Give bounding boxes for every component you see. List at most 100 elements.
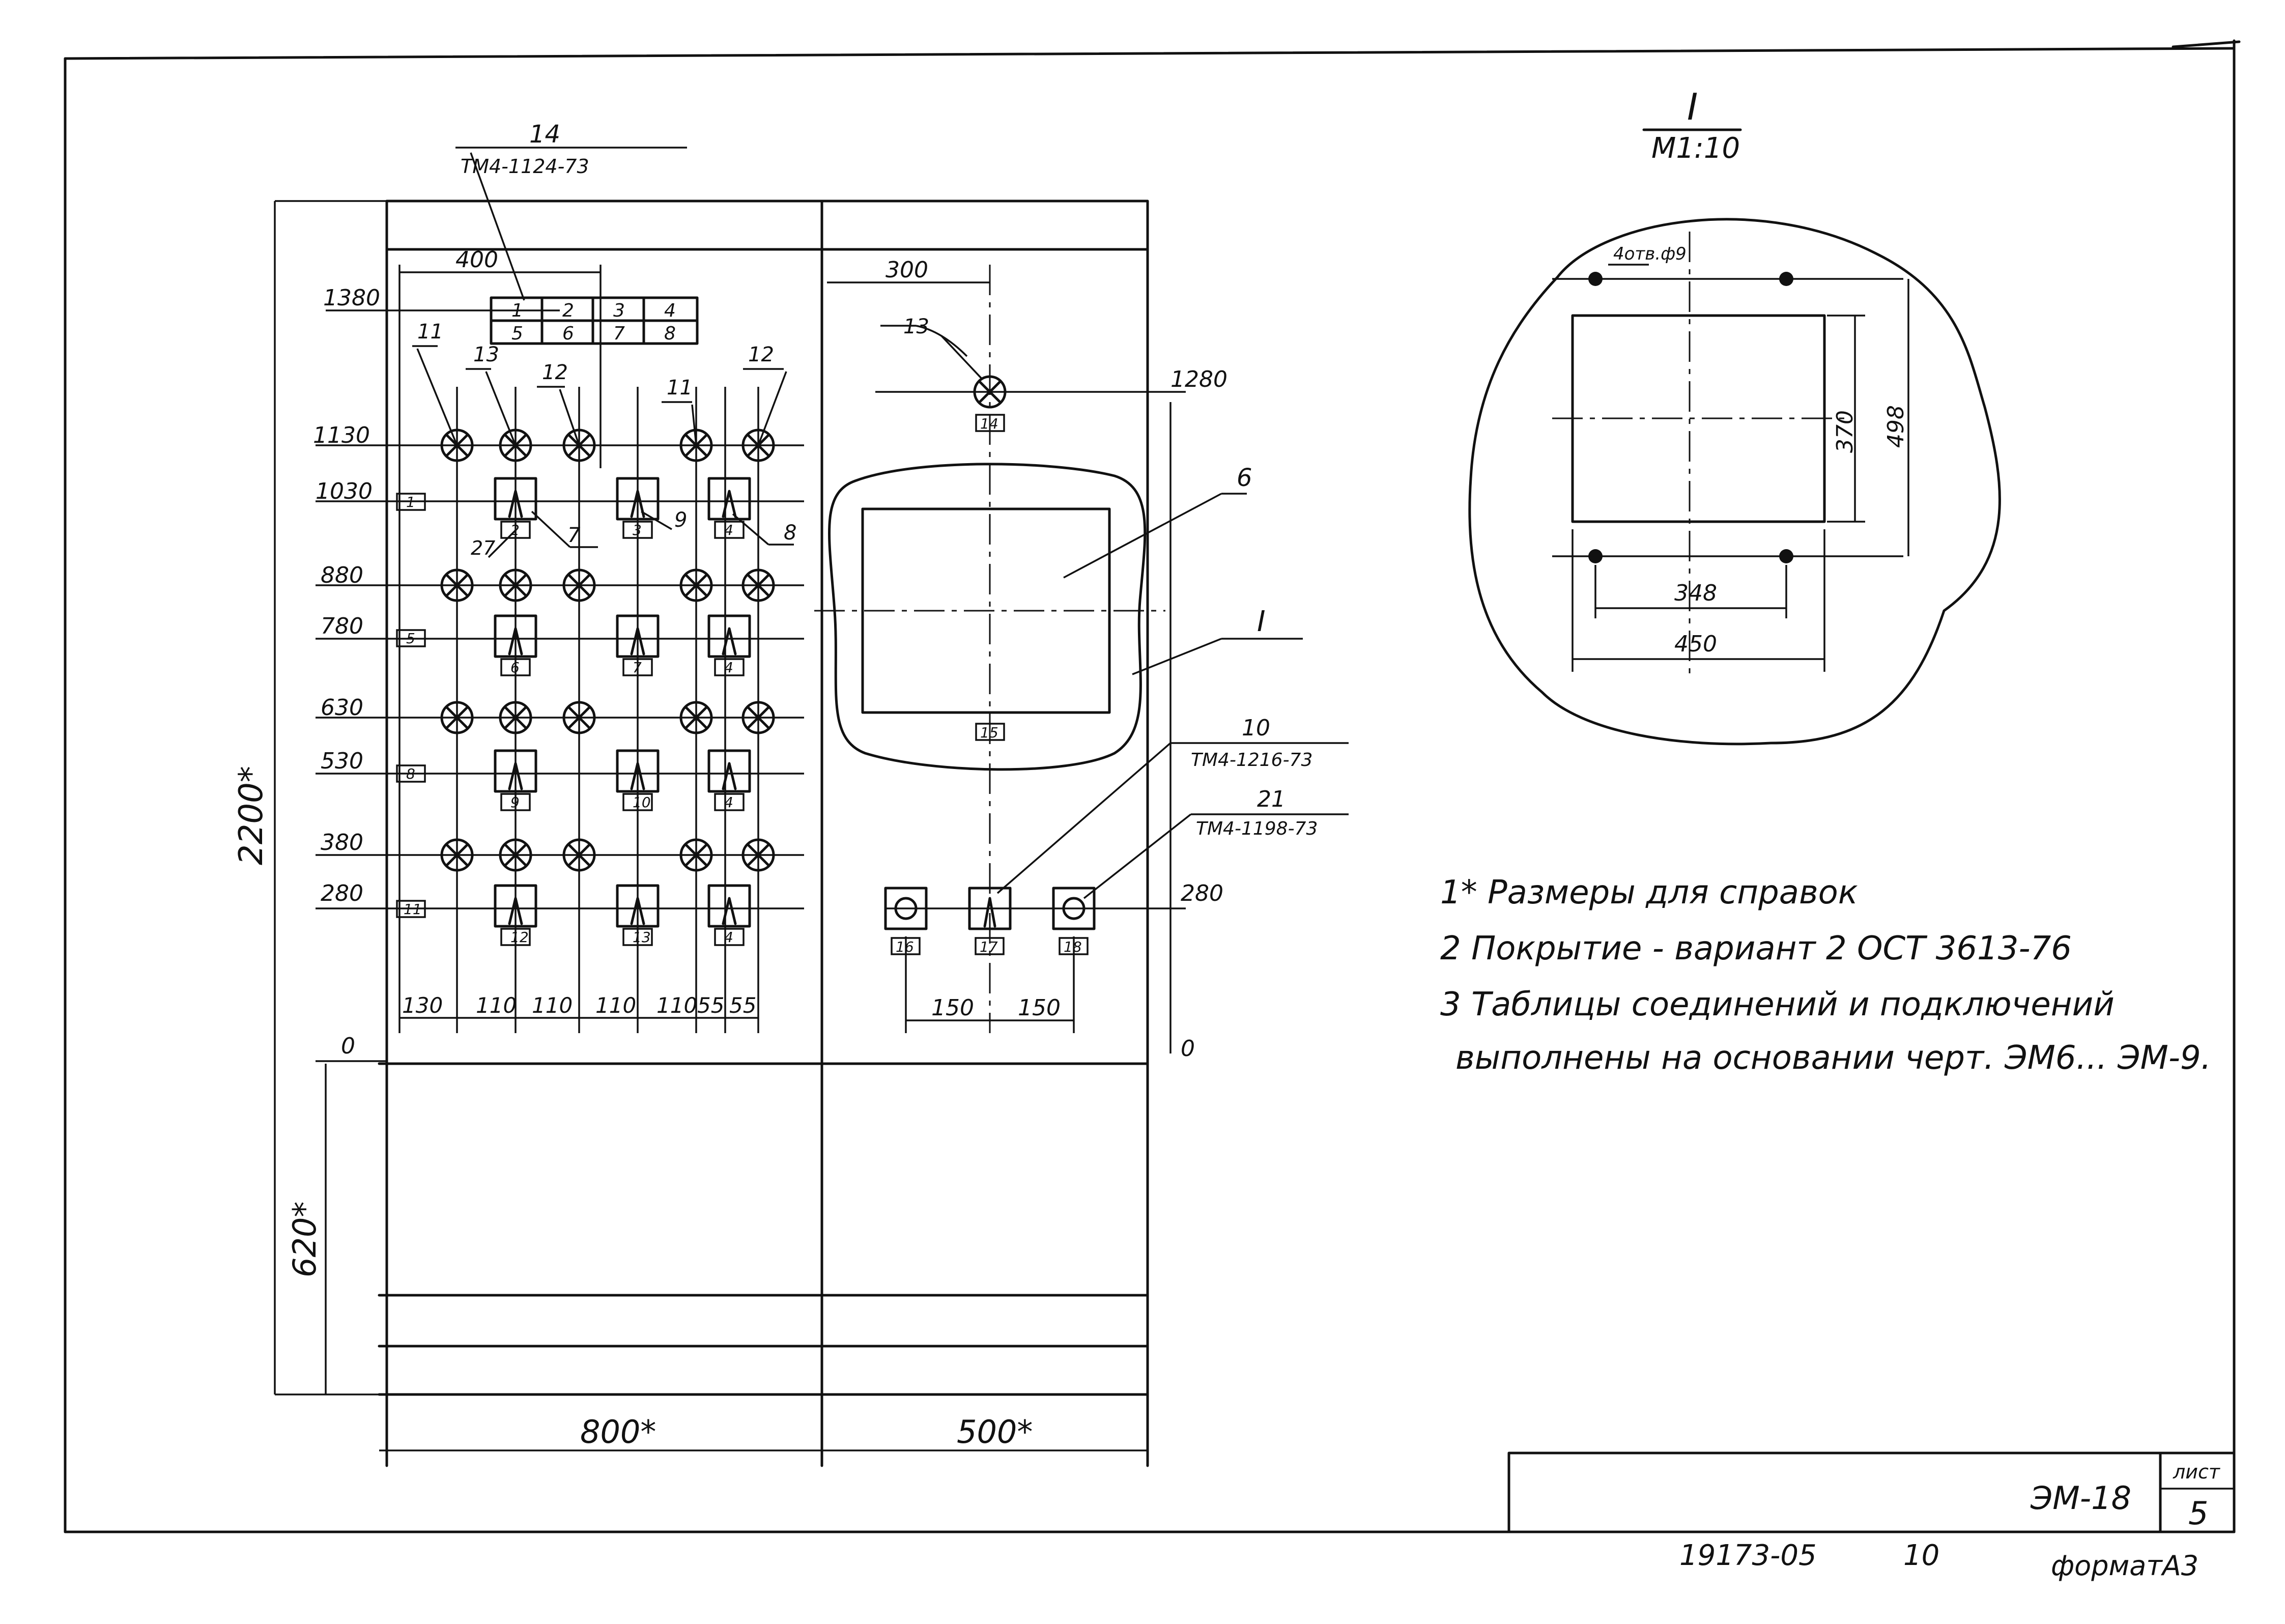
level-1380: 1380 xyxy=(323,285,380,311)
level-280-right: 280 xyxy=(1181,880,1223,906)
signal-lamp xyxy=(679,701,713,734)
callout-6: 6 xyxy=(1237,464,1252,492)
measuring-device: 9 xyxy=(494,749,537,811)
detail-title: I xyxy=(1687,86,1698,128)
width-right: 500* xyxy=(957,1413,1033,1450)
signal-lamps xyxy=(440,429,775,872)
measuring-device: 6 xyxy=(494,614,537,676)
device-tag: 9 xyxy=(510,794,520,811)
column-axes xyxy=(398,265,759,1033)
dim-bottom-left: 130 110 110 110 110 55 55 xyxy=(399,993,758,1019)
signal-lamp xyxy=(679,838,713,872)
dim-400-label: 400 xyxy=(455,247,498,273)
note-2: 2 Покрытие - вариант 2 ОСТ 3613-76 xyxy=(1440,930,2072,967)
device-tag: 12 xyxy=(510,929,529,946)
device-tag: 13 xyxy=(633,929,651,946)
panel-outline xyxy=(378,200,1149,1467)
device-tag: 10 xyxy=(633,794,651,811)
sheet-frame xyxy=(64,39,2241,1533)
measuring-device: 7 xyxy=(616,614,660,676)
callout-21-doc: ТМ4-1198-73 xyxy=(1196,818,1318,839)
level-1030: 1030 xyxy=(316,478,373,504)
dim-300-label: 300 xyxy=(886,257,928,283)
dim-110-a: 110 xyxy=(476,993,517,1018)
label-cell-8: 8 xyxy=(664,323,676,344)
callout-14-doc: ТМ4-1124-73 xyxy=(461,155,589,178)
detail-scale: М1:10 xyxy=(1651,132,1740,165)
tag-16: 16 xyxy=(896,938,914,955)
label-cell-5: 5 xyxy=(511,323,523,344)
level-630: 630 xyxy=(321,695,363,721)
signal-lamp xyxy=(440,838,474,872)
archive-number: 19173-05 xyxy=(1679,1539,1817,1572)
signal-lamp xyxy=(679,429,713,462)
dim-498: 498 xyxy=(1883,405,1909,448)
signal-lamp xyxy=(679,568,713,602)
tag-left-11: 11 xyxy=(404,901,422,918)
level-0: 0 xyxy=(341,1033,355,1059)
tag-left-1: 1 xyxy=(406,494,415,510)
device-tag: 4 xyxy=(724,522,733,538)
callout-14: 14 ТМ4-1124-73 xyxy=(455,120,687,301)
label-table: 1 2 3 4 5 6 7 8 xyxy=(490,296,699,345)
label-cell-7: 7 xyxy=(613,323,625,344)
measuring-device: 13 xyxy=(616,884,660,946)
height-total: 2200* xyxy=(233,766,270,865)
callout-13-right: 13 xyxy=(903,315,929,338)
dim-total-height: 2200* xyxy=(233,200,387,1395)
sheet-number: 5 xyxy=(2188,1495,2208,1532)
callout-13-a: 13 xyxy=(473,343,499,366)
row-levels: 1380 1130 1030 880 780 630 530 380 280 0 xyxy=(313,285,804,1062)
tag-17: 17 xyxy=(980,938,998,955)
tag-left-5: 5 xyxy=(406,630,415,647)
callout-8: 8 xyxy=(784,521,796,545)
level-1280: 1280 xyxy=(1170,366,1227,392)
device-tag: 2 xyxy=(510,522,520,538)
label-cell-4: 4 xyxy=(664,300,676,321)
terminal-tags-left: 1 5 8 11 xyxy=(396,493,426,918)
callout-11-b: 11 xyxy=(667,376,693,400)
measuring-device: 12 xyxy=(494,884,537,946)
signal-lamp xyxy=(440,429,474,462)
signal-lamp xyxy=(440,701,474,734)
level-280: 280 xyxy=(321,880,363,906)
level-380: 380 xyxy=(321,830,363,856)
callout-10-doc: ТМ4-1216-73 xyxy=(1191,750,1312,771)
device-tag: 4 xyxy=(724,929,733,946)
holes-label: 4отв.ф9 xyxy=(1613,244,1687,264)
signal-lamp xyxy=(562,568,596,602)
detail-view: I М1:10 4отв.ф9 370 498 348 450 xyxy=(1468,86,2001,746)
copy-number: 10 xyxy=(1903,1539,1939,1572)
device-tag: 6 xyxy=(510,659,520,676)
callout-14-label: 14 xyxy=(529,120,560,149)
dim-450: 450 xyxy=(1674,631,1717,657)
callout-11-a: 11 xyxy=(417,320,443,344)
signal-lamp xyxy=(499,568,532,602)
title-block: лист ЭМ-18 5 19173-05 10 форматА3 xyxy=(1507,1451,2236,1582)
dim-55-a: 55 xyxy=(697,993,724,1018)
dim-400: 400 xyxy=(399,247,601,273)
level-530: 530 xyxy=(321,748,363,774)
dim-370: 370 xyxy=(1832,410,1858,453)
device-tag: 4 xyxy=(724,659,733,676)
label-cell-2: 2 xyxy=(562,300,574,321)
measuring-device: 4 xyxy=(707,477,751,539)
dim-widths: 800* 500* xyxy=(379,1413,1148,1451)
callout-21: 21 xyxy=(1257,786,1286,812)
measuring-device: 3 xyxy=(616,477,660,539)
callout-10: 10 xyxy=(1242,715,1270,741)
signal-lamp xyxy=(741,838,775,872)
notes: 1* Размеры для справок 2 Покрытие - вари… xyxy=(1440,874,2211,1077)
height-base: 620* xyxy=(286,1202,323,1277)
level-0-right: 0 xyxy=(1181,1036,1195,1062)
measuring-device: 4 xyxy=(707,884,751,946)
tag-15: 15 xyxy=(980,724,998,741)
signal-lamp xyxy=(562,701,596,734)
dim-348: 348 xyxy=(1674,580,1717,606)
level-880: 880 xyxy=(321,562,363,588)
device-tag: 4 xyxy=(724,794,733,811)
measuring-device: 10 xyxy=(616,749,660,811)
signal-lamp xyxy=(440,568,474,602)
doc-code: ЭМ-18 xyxy=(2030,1479,2131,1517)
dim-110-c: 110 xyxy=(595,993,636,1018)
